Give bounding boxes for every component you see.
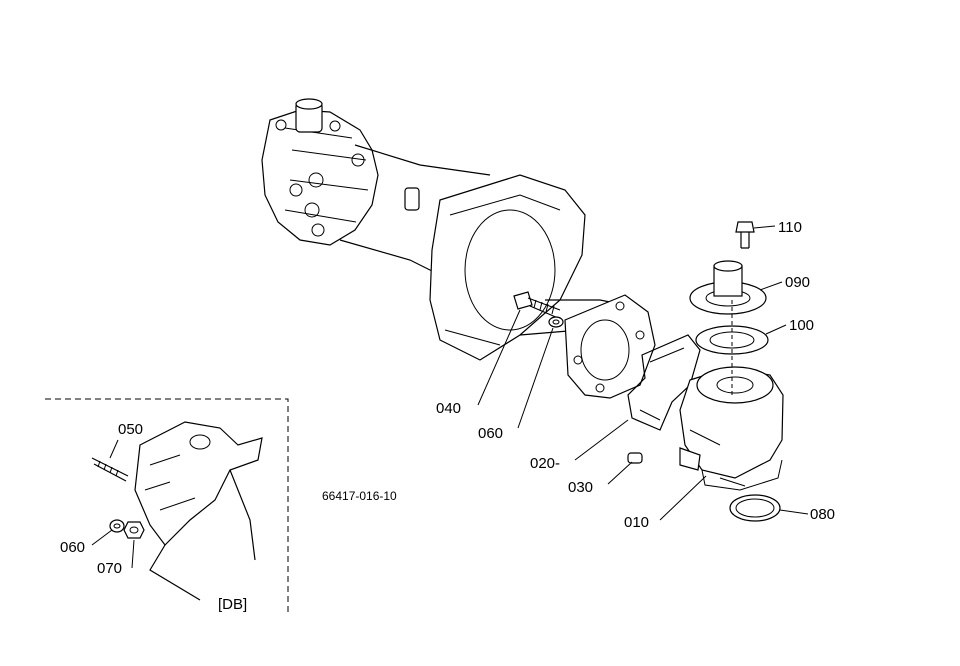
callout-060-inset: 060 [60, 539, 85, 556]
callout-070: 070 [97, 560, 122, 577]
callout-080: 080 [810, 506, 835, 523]
callout-030: 030 [568, 479, 593, 496]
bracket-020 [627, 334, 701, 431]
cover-090 [689, 260, 767, 315]
bolt-110 [735, 221, 755, 249]
knuckle-010 [679, 366, 784, 491]
callout-020: 020- [530, 455, 560, 472]
axle-housing [261, 98, 626, 361]
gasket-100 [695, 300, 769, 395]
callout-050: 050 [118, 421, 143, 438]
washer-060 [548, 316, 564, 328]
bolt-040 [513, 291, 561, 319]
callout-110: 110 [778, 219, 802, 236]
callout-100: 100 [789, 317, 814, 334]
drawing-code: 66417-016-10 [322, 489, 397, 503]
callout-040: 040 [436, 400, 461, 417]
inset-label: [DB] [218, 596, 247, 613]
callout-090: 090 [785, 274, 810, 291]
callout-060: 060 [478, 425, 503, 442]
pin-030 [627, 452, 643, 464]
leader-lines [477, 225, 809, 521]
seal-080 [729, 494, 781, 522]
inset-db [45, 398, 289, 612]
callout-010: 010 [624, 514, 649, 531]
axle-flange [564, 294, 656, 399]
